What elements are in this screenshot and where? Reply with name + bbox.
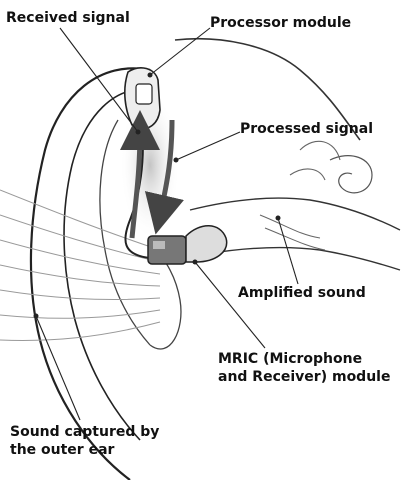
outer-ear-inner-fold	[63, 88, 151, 441]
processor-module	[123, 67, 161, 130]
received-signal-arrow	[119, 110, 160, 239]
ear-canal	[189, 197, 401, 231]
leader-sound	[35, 315, 81, 421]
label-sound-line2: the outer ear	[10, 442, 115, 458]
label-sound-line1: Sound captured by	[10, 424, 160, 440]
dot-sound	[33, 313, 39, 319]
dot-processed	[173, 157, 179, 163]
dot-processor	[147, 72, 153, 78]
processed-signal-arrow	[144, 119, 184, 235]
leader-received	[59, 27, 139, 133]
dot-mric	[192, 259, 198, 265]
inner-ear-cochlea	[329, 155, 373, 194]
leader-amplified	[277, 217, 299, 285]
inner-ear-canals	[289, 140, 341, 181]
eardrum-lines	[259, 214, 326, 251]
outer-ear-helix	[29, 67, 151, 480]
label-processed-signal: Processed signal	[240, 121, 373, 137]
leader-processed	[175, 131, 241, 161]
label-mric-line1: MRIC (Microphone	[218, 351, 363, 367]
label-received-signal: Received signal	[6, 10, 130, 26]
dot-received	[135, 129, 141, 135]
dot-amplified	[275, 215, 281, 221]
mric-module	[147, 225, 228, 265]
sound-waves	[0, 189, 161, 341]
antihelix	[99, 119, 151, 346]
leader-lines	[35, 27, 299, 421]
head-outline	[174, 37, 361, 141]
leader-mric	[194, 261, 266, 349]
label-processor-module: Processor module	[210, 15, 352, 31]
label-amplified-sound: Amplified sound	[238, 285, 366, 301]
connecting-wire	[124, 127, 151, 259]
ear-canal-lower	[199, 246, 401, 271]
leader-processor	[149, 27, 211, 76]
label-mric-line2: and Receiver) module	[218, 369, 391, 385]
